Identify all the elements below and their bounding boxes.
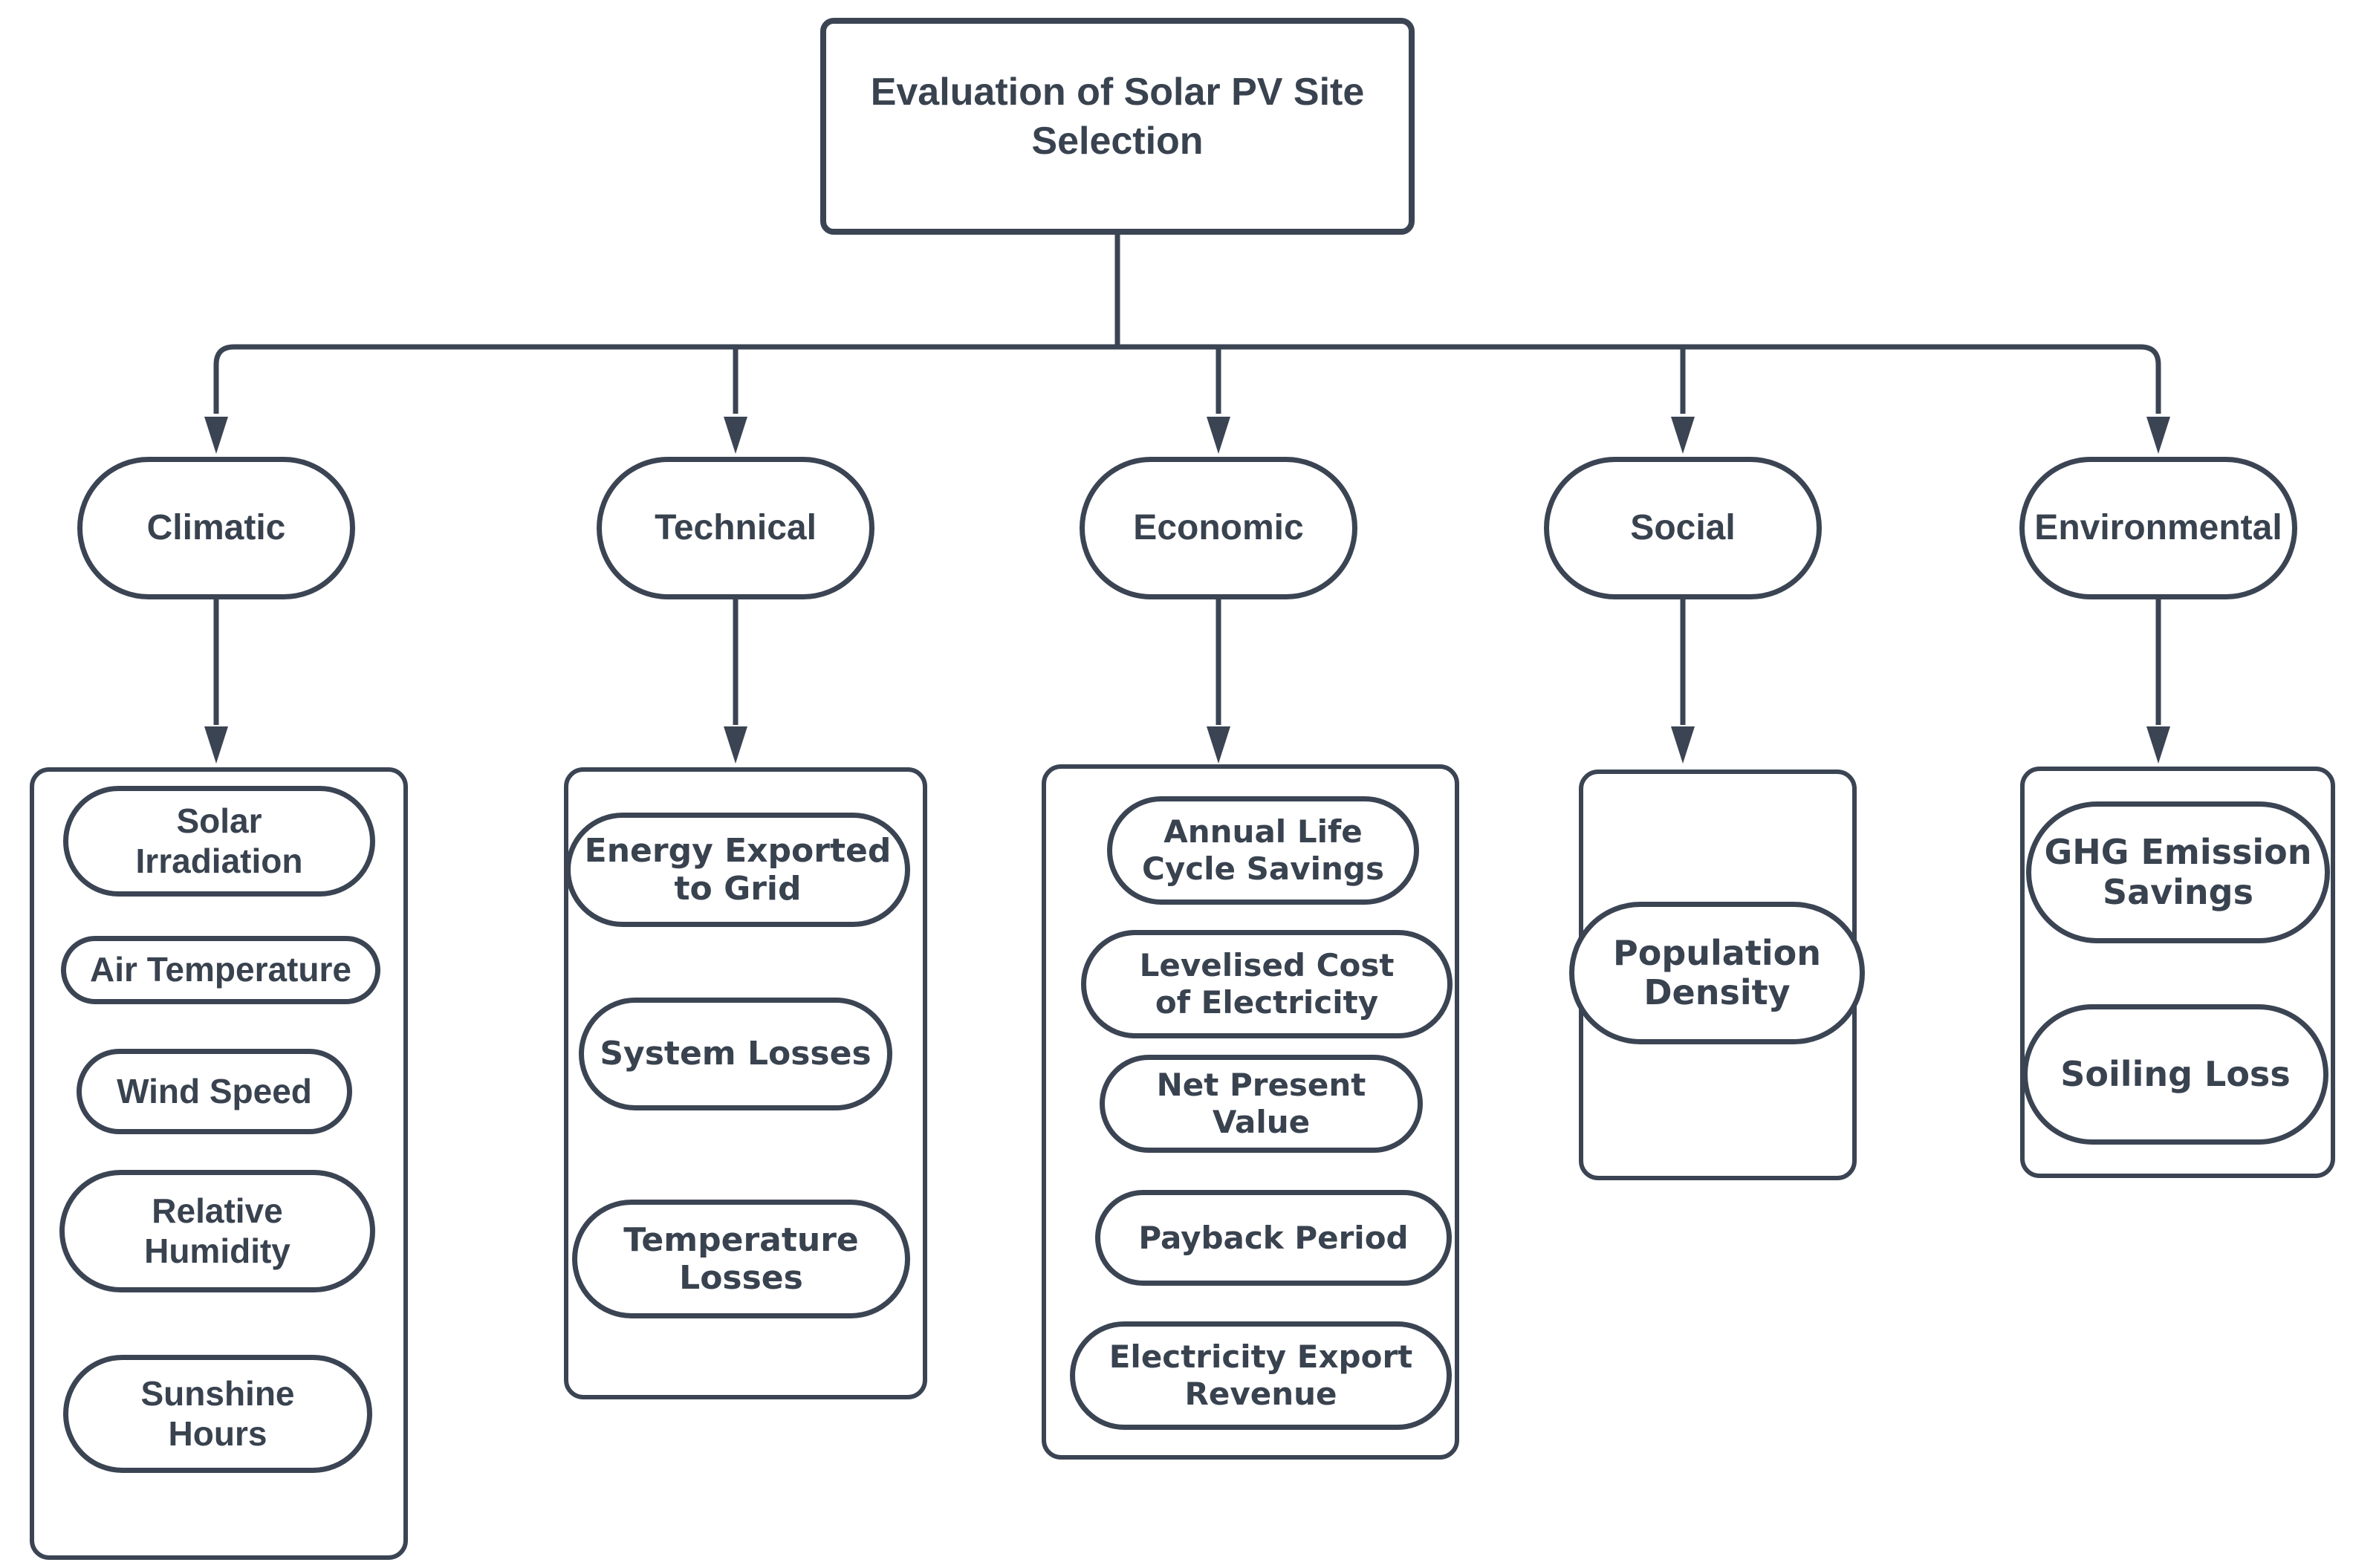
arrow-down-icon	[1207, 417, 1230, 454]
arrow-down-icon	[1671, 726, 1695, 764]
node-soiling-loss: Soiling Loss	[2022, 1004, 2328, 1145]
item-label: Temperature Losses	[623, 1220, 859, 1297]
item-label: Payback Period	[1138, 1219, 1409, 1256]
item-label: Population Density	[1613, 932, 1821, 1012]
item-label: Net Present Value	[1156, 1067, 1366, 1140]
item-label: Electricity Export Revenue	[1109, 1338, 1413, 1412]
item-label: Annual Life Cycle Savings	[1142, 813, 1384, 887]
arrow-down-icon	[2146, 417, 2170, 454]
node-ghg-emission-savings: GHG Emission Savings	[2026, 801, 2330, 943]
item-label: GHG Emission Savings	[2044, 832, 2312, 912]
arrow-down-icon	[724, 726, 747, 764]
node-solar-irradiation: Solar Irradiation	[63, 786, 375, 897]
arrow-down-icon	[1671, 417, 1695, 454]
arrow-down-icon	[2146, 726, 2170, 764]
node-system-losses: System Losses	[579, 998, 892, 1110]
branch-label: Social	[1630, 507, 1736, 547]
item-label: Energy Exported to Grid	[584, 831, 892, 908]
arrow-down-icon	[204, 417, 228, 454]
arrow-down-icon	[724, 417, 747, 454]
root-node-label: Evaluation of Solar PV Site Selection	[870, 70, 1365, 163]
root-node-title: Evaluation of Solar PV Site Selection	[820, 18, 1415, 235]
item-label: Solar Irradiation	[135, 801, 303, 880]
node-temperature-losses: Temperature Losses	[572, 1200, 910, 1318]
node-air-temperature: Air Temperature	[61, 936, 380, 1004]
branch-node-social: Social	[1544, 457, 1822, 599]
branch-rail-connector	[213, 344, 2161, 414]
node-levelised-cost-of-electricity: Levelised Cost of Electricity	[1081, 930, 1453, 1038]
node-sunshine-hours: Sunshine Hours	[63, 1355, 372, 1473]
branch-node-technical: Technical	[597, 457, 874, 599]
item-label: Levelised Cost of Electricity	[1139, 947, 1395, 1021]
node-payback-period: Payback Period	[1095, 1190, 1452, 1286]
item-label: Sunshine Hours	[140, 1374, 295, 1453]
node-relative-humidity: Relative Humidity	[59, 1170, 375, 1292]
item-label: Relative Humidity	[144, 1191, 291, 1270]
node-wind-speed: Wind Speed	[77, 1049, 352, 1134]
node-energy-exported-to-grid: Energy Exported to Grid	[565, 813, 910, 927]
branch-node-economic: Economic	[1080, 457, 1357, 599]
node-net-present-value: Net Present Value	[1100, 1055, 1423, 1153]
branch-node-climatic: Climatic	[77, 457, 355, 599]
item-label: Air Temperature	[90, 950, 351, 989]
item-label: Wind Speed	[117, 1071, 312, 1110]
arrow-down-icon	[1207, 726, 1230, 764]
branch-label: Climatic	[146, 507, 286, 547]
branch-label: Technical	[655, 507, 817, 547]
node-population-density: Population Density	[1569, 902, 1865, 1044]
node-annual-life-cycle-savings: Annual Life Cycle Savings	[1107, 796, 1419, 905]
item-label: System Losses	[600, 1035, 872, 1073]
branch-label: Economic	[1133, 507, 1304, 547]
node-electricity-export-revenue: Electricity Export Revenue	[1070, 1321, 1452, 1430]
branch-label: Environmental	[2034, 507, 2282, 547]
item-label: Soiling Loss	[2060, 1053, 2291, 1094]
arrow-down-icon	[204, 726, 228, 764]
branch-node-environmental: Environmental	[2019, 457, 2297, 599]
